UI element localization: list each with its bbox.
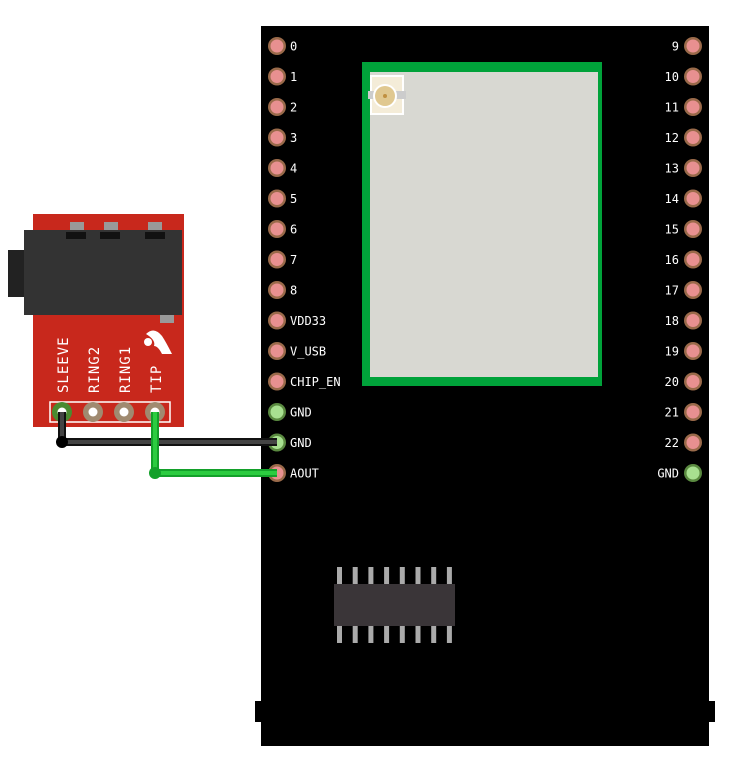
pin-10[interactable]: 10 [665, 67, 702, 86]
pin-label: 4 [290, 162, 297, 176]
pin-label: 10 [665, 70, 679, 84]
pin-label: 18 [665, 314, 679, 328]
pin-12[interactable]: 12 [665, 128, 702, 147]
pin-label: AOUT [290, 467, 319, 481]
pin-11[interactable]: 11 [665, 98, 702, 116]
board-tabs [255, 701, 715, 722]
jack-body [24, 230, 182, 315]
antenna-connector-icon [368, 75, 406, 115]
ic-chip [334, 567, 455, 643]
pin-18[interactable]: 18 [665, 311, 702, 330]
pin-label: 7 [290, 253, 297, 267]
pin-14[interactable]: 14 [665, 189, 702, 208]
pin-label: 13 [665, 162, 679, 176]
pin-15[interactable]: 15 [665, 220, 702, 238]
pin-4[interactable]: 4 [268, 159, 297, 177]
jack-label-ring2: RING2 [87, 346, 103, 393]
pin-label: GND [657, 467, 679, 481]
pin-1[interactable]: 1 [268, 67, 297, 86]
pin-6[interactable]: 6 [268, 220, 297, 238]
pin-label: 6 [290, 223, 297, 237]
rf-module [362, 62, 602, 386]
pin-label: 9 [672, 40, 679, 54]
pin-label: 12 [665, 131, 679, 145]
pin-label: 0 [290, 40, 297, 54]
chip-body [334, 584, 455, 626]
pin-2[interactable]: 2 [268, 98, 297, 116]
pin-0[interactable]: 0 [268, 37, 297, 55]
pin-label: 15 [665, 223, 679, 237]
pin-17[interactable]: 17 [665, 281, 702, 299]
jack-label-tip: TIP [149, 365, 165, 393]
jack-label-sleeve: SLEEVE [56, 336, 72, 393]
pin-label: VDD33 [290, 314, 326, 328]
pin-8[interactable]: 8 [268, 281, 297, 299]
pin-label: 22 [665, 436, 679, 450]
pin-7[interactable]: 7 [268, 250, 297, 269]
sparkfun-logo-icon [144, 330, 172, 354]
pin-label: 1 [290, 70, 297, 84]
pin-22[interactable]: 22 [665, 433, 702, 452]
pin-label: 14 [665, 192, 679, 206]
pin-label: 20 [665, 375, 679, 389]
pin-label: CHIP_EN [290, 375, 341, 389]
jack-plug-opening [8, 250, 26, 297]
pin-label: GND [290, 436, 312, 450]
audio-jack-breakout: SLEEVE RING2 RING1 TIP [8, 214, 184, 427]
jack-label-ring1: RING1 [118, 346, 134, 393]
pin-3[interactable]: 3 [268, 128, 297, 147]
pin-label: 5 [290, 192, 297, 206]
pin-16[interactable]: 16 [665, 250, 702, 269]
pin-label: 8 [290, 284, 297, 298]
pin-v-usb[interactable]: V_USB [268, 342, 326, 360]
pin-label: GND [290, 406, 312, 420]
pin-label: 16 [665, 253, 679, 267]
pin-19[interactable]: 19 [665, 342, 702, 360]
pin-9[interactable]: 9 [672, 37, 702, 55]
pin-label: 3 [290, 131, 297, 145]
pin-gnd[interactable]: GND [657, 464, 702, 482]
pin-21[interactable]: 21 [665, 403, 702, 421]
pin-5[interactable]: 5 [268, 189, 297, 208]
pin-label: 17 [665, 284, 679, 298]
wire-sleeve-gnd[interactable] [56, 412, 277, 448]
pin-label: 2 [290, 101, 297, 115]
pin-chip-en[interactable]: CHIP_EN [268, 372, 341, 391]
wire-tip-aout[interactable] [149, 412, 277, 479]
pin-gnd[interactable]: GND [268, 403, 312, 421]
pin-vdd33[interactable]: VDD33 [268, 311, 326, 330]
pin-13[interactable]: 13 [665, 159, 702, 177]
pin-20[interactable]: 20 [665, 372, 702, 391]
pin-label: 21 [665, 406, 679, 420]
pin-label: 19 [665, 345, 679, 359]
pin-label: 11 [665, 101, 679, 115]
pin-label: V_USB [290, 345, 326, 359]
